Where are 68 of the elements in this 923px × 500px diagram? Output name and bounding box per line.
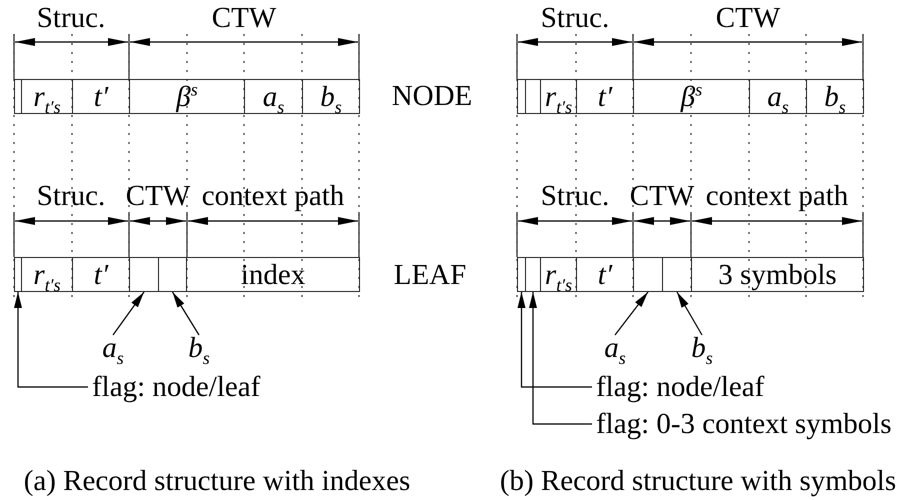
field-cell bbox=[633, 257, 663, 292]
callout-text: flag: 0-3 context symbols bbox=[596, 409, 892, 439]
record-type-label: NODE bbox=[392, 81, 472, 111]
record-field bbox=[302, 79, 360, 114]
field-label: r$_{t′s}$ bbox=[544, 260, 572, 290]
leader-arrow bbox=[14, 292, 88, 388]
field-symbol: a$_{s}$ bbox=[604, 333, 626, 363]
dimension-label: CTW bbox=[212, 3, 276, 33]
field-cell bbox=[14, 257, 22, 292]
field-label: t′ bbox=[94, 260, 108, 290]
leader-arrow bbox=[676, 292, 703, 336]
record-field bbox=[21, 79, 73, 114]
field-label: β$^{s}$ bbox=[176, 82, 198, 112]
record-field bbox=[21, 257, 73, 292]
dimension-label: CTW bbox=[630, 181, 694, 211]
field-label: b$_{s}$ bbox=[824, 82, 846, 112]
field-cell bbox=[525, 257, 541, 292]
field-cell bbox=[525, 79, 541, 114]
record-field bbox=[633, 79, 750, 114]
callout-text: flag: node/leaf bbox=[92, 372, 260, 402]
leader-arrow bbox=[614, 292, 648, 336]
leader-arrow bbox=[529, 292, 592, 425]
dimension-label: context path bbox=[202, 181, 344, 211]
field-label: t′ bbox=[94, 82, 108, 112]
field-cell bbox=[129, 257, 159, 292]
record-field bbox=[749, 79, 807, 114]
field-symbol: b$_{s}$ bbox=[188, 333, 210, 363]
dimension-label: CTW bbox=[716, 3, 780, 33]
dimension-label: Struc. bbox=[540, 181, 610, 211]
record-field bbox=[186, 257, 360, 292]
field-label: t′ bbox=[598, 82, 612, 112]
field-symbol: a$_{s}$ bbox=[102, 333, 124, 363]
field-label: a$_{s}$ bbox=[767, 82, 789, 112]
leader-arrow bbox=[112, 292, 144, 336]
field-label: r$_{t′s}$ bbox=[33, 82, 61, 112]
leader-arrow bbox=[518, 292, 592, 388]
dimension-label: Struc. bbox=[540, 3, 610, 33]
record-field bbox=[576, 79, 634, 114]
record-field bbox=[576, 257, 634, 292]
caption: (b) Record structure with symbols bbox=[500, 466, 896, 496]
field-label: 3 symbols bbox=[718, 260, 837, 290]
field-label: r$_{t′s}$ bbox=[33, 260, 61, 290]
record-field bbox=[129, 79, 245, 114]
dimension-label: Struc. bbox=[36, 181, 106, 211]
field-label: r$_{t′s}$ bbox=[544, 82, 572, 112]
field-label: t′ bbox=[598, 260, 612, 290]
field-symbol: b$_{s}$ bbox=[691, 333, 713, 363]
leader-arrow bbox=[172, 292, 200, 336]
field-label: β$^{s}$ bbox=[680, 82, 702, 112]
field-label: index bbox=[240, 260, 306, 290]
field-cell bbox=[14, 79, 22, 114]
field-cell bbox=[517, 257, 526, 292]
record-field bbox=[691, 257, 864, 292]
caption: (a) Record structure with indexes bbox=[24, 466, 410, 496]
record-field bbox=[72, 79, 130, 114]
field-cell bbox=[158, 257, 187, 292]
dimension-label: CTW bbox=[126, 181, 190, 211]
callout-text: flag: node/leaf bbox=[596, 372, 764, 402]
field-label: b$_{s}$ bbox=[320, 82, 342, 112]
record-type-label: LEAF bbox=[394, 260, 466, 290]
dimension-label: context path bbox=[706, 181, 848, 211]
record-field bbox=[806, 79, 864, 114]
record-field bbox=[244, 79, 303, 114]
field-label: a$_{s}$ bbox=[262, 82, 284, 112]
record-field bbox=[72, 257, 130, 292]
dimension-label: Struc. bbox=[36, 3, 106, 33]
field-cell bbox=[662, 257, 692, 292]
field-cell bbox=[517, 79, 526, 114]
